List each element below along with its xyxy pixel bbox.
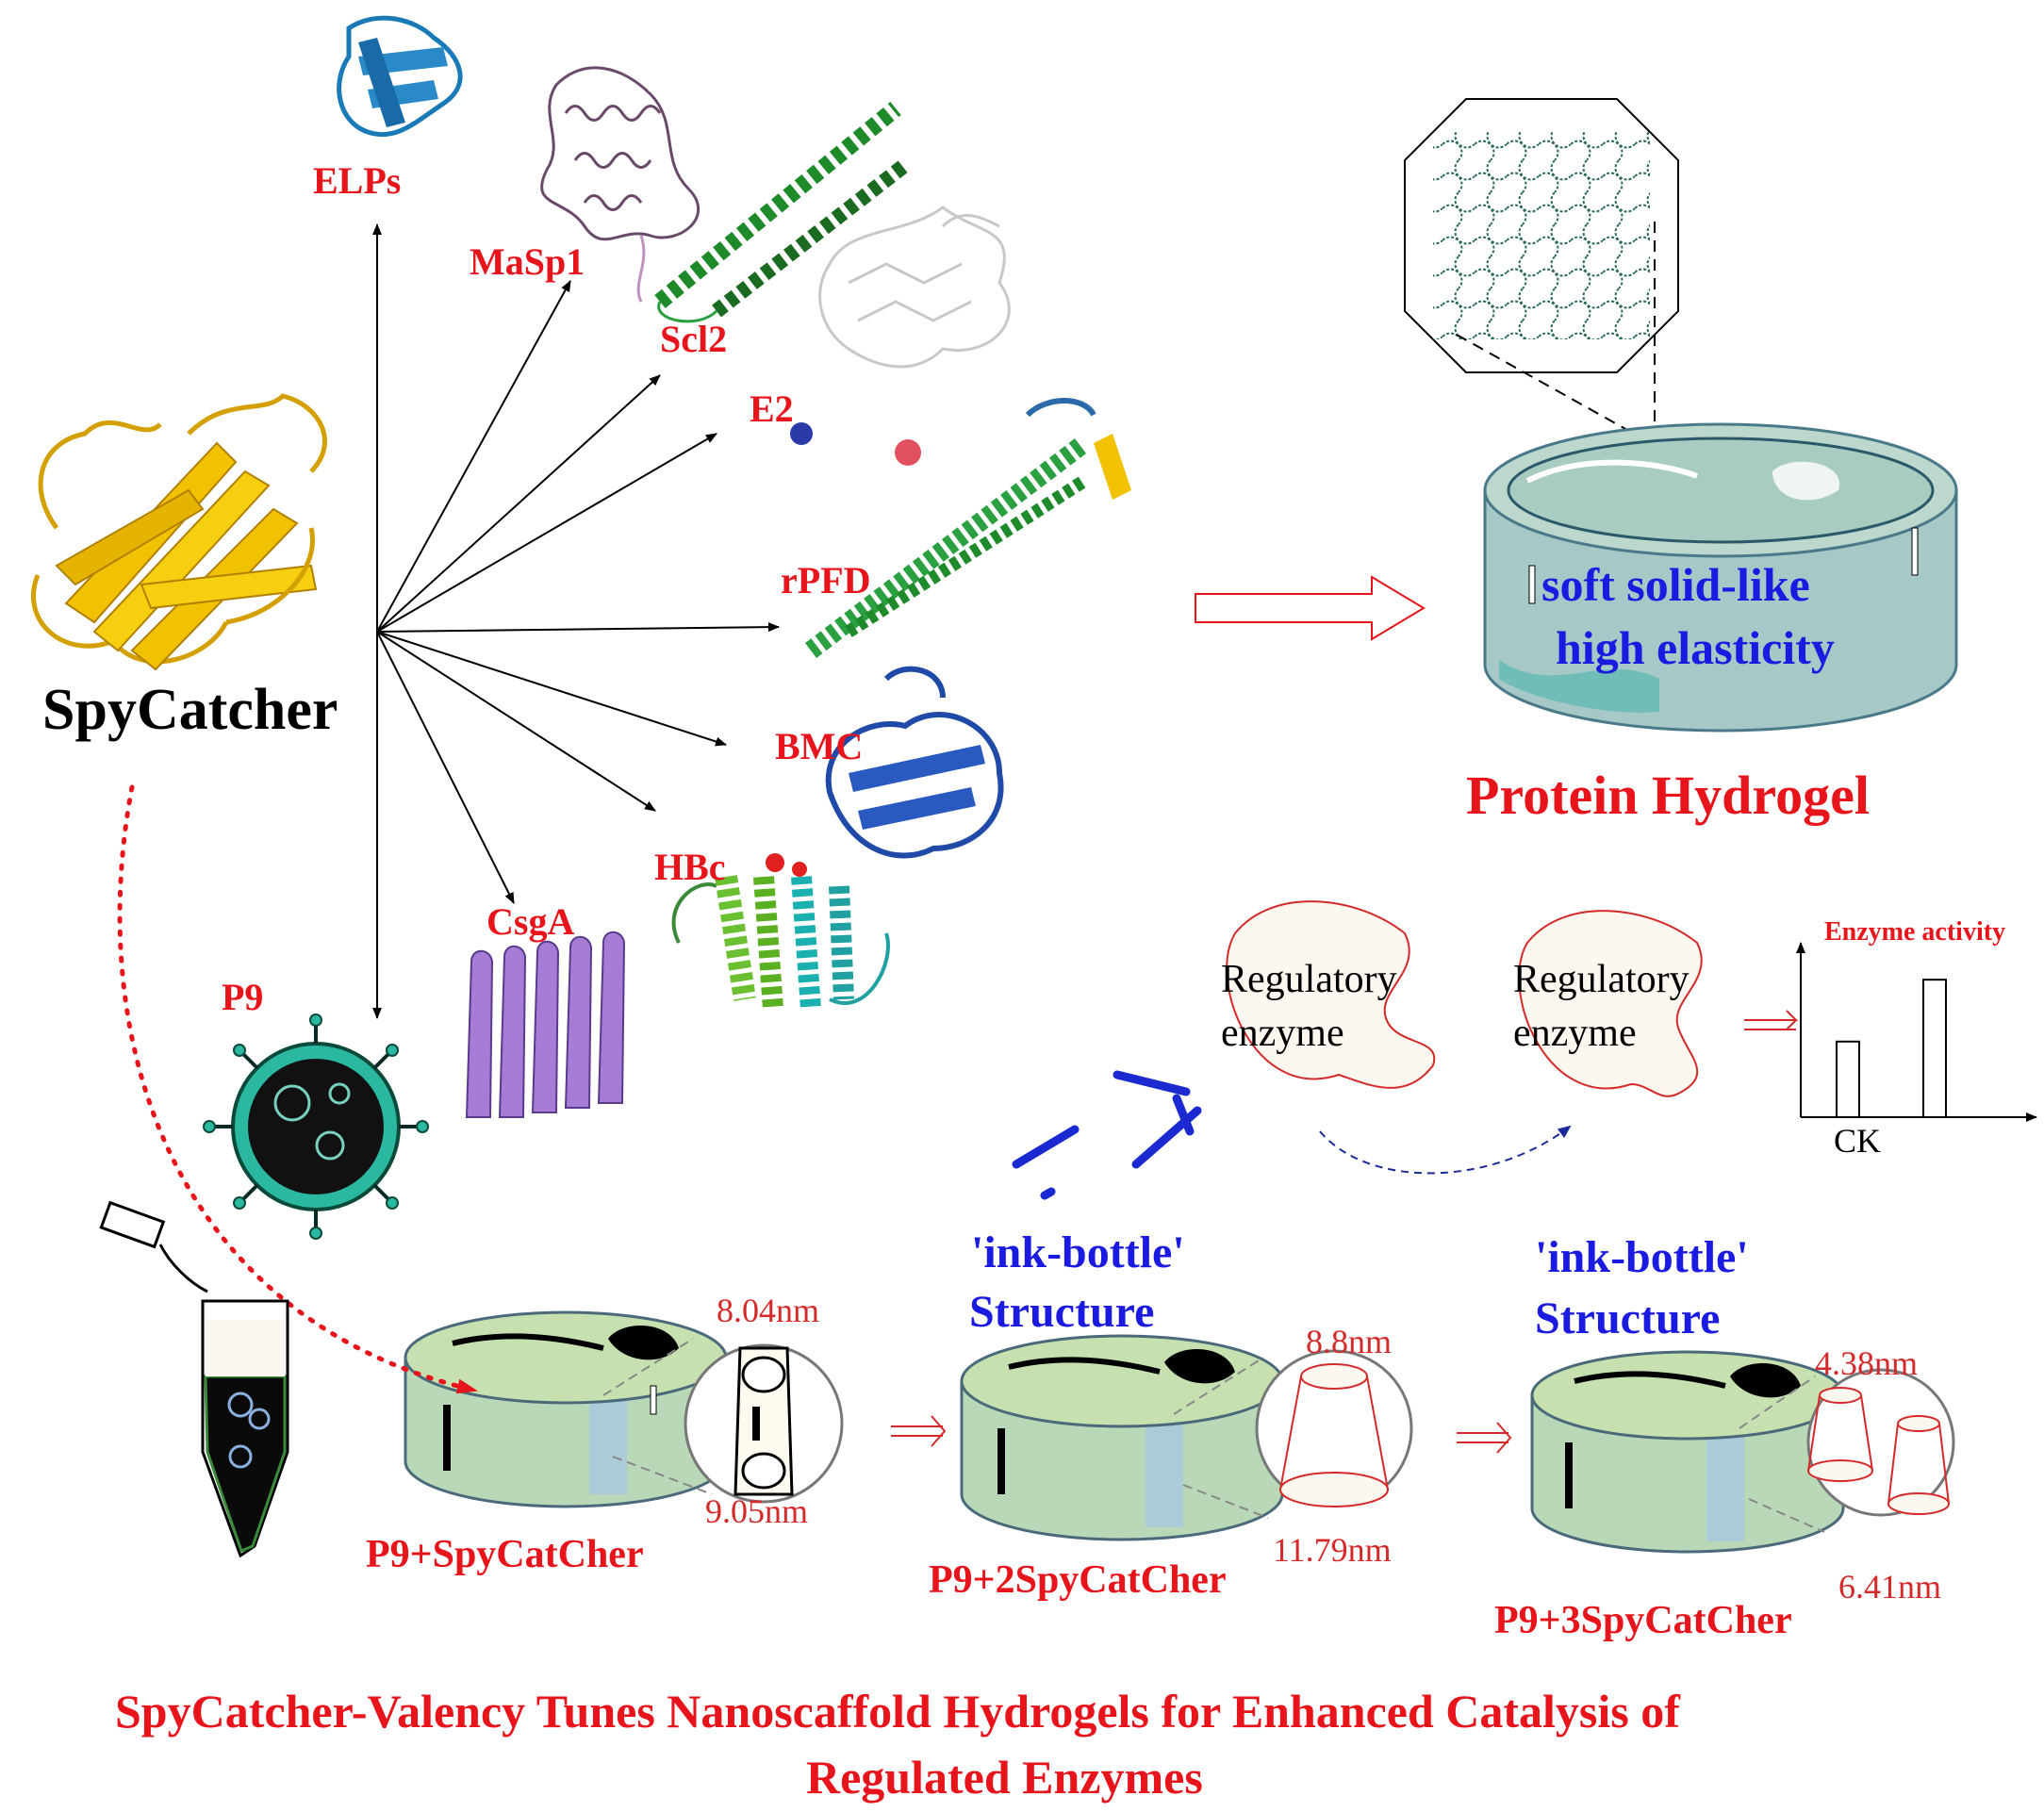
chart-bar-1 — [1836, 1040, 1860, 1118]
stage-2-structure-line-1: 'ink-bottle' — [971, 1227, 1185, 1277]
mesh-inset-icon — [1404, 98, 1679, 449]
e2-label: E2 — [750, 387, 794, 430]
stage-arrow-1-icon — [891, 1415, 947, 1447]
gel-stage-1-icon — [404, 1310, 728, 1508]
enzyme-activity-chart — [1796, 942, 2037, 1122]
footer-title-line-2: Regulated Enzymes — [806, 1751, 1203, 1804]
stage-2-name: P9+2SpyCatCher — [929, 1558, 1227, 1602]
masp1-label: MaSp1 — [470, 240, 585, 283]
elps-structure-icon — [337, 15, 463, 138]
spycatcher-structure-icon — [31, 393, 327, 671]
enzyme-left-line-1: Regulatory — [1221, 958, 1397, 1001]
scl2-structure-icon — [654, 102, 910, 323]
stage-arrow-2-icon — [1457, 1422, 1512, 1454]
stage-3-bottom-size: 6.41nm — [1838, 1568, 1942, 1606]
pore-stage-1-icon — [602, 1338, 844, 1504]
hydrogel-property-elastic: high elasticity — [1556, 621, 1835, 674]
stage-3-name: P9+3SpyCatCher — [1494, 1599, 1792, 1642]
pore-stage-3-icon — [1739, 1368, 1955, 1533]
sample-tube-icon — [99, 1200, 289, 1558]
bmc-label: BMC — [775, 725, 864, 767]
regulatory-enzyme-left-icon — [1226, 900, 1436, 1089]
fusion-arrows — [372, 223, 780, 1019]
enzyme-right-line-1: Regulatory — [1513, 958, 1690, 1001]
rpfd-structure-icon — [804, 398, 1131, 658]
rpfd-label: rPFD — [781, 559, 871, 601]
elps-label: ELPs — [313, 159, 402, 202]
protein-hydrogel-icon — [1483, 422, 1958, 733]
csga-label: CsgA — [486, 900, 575, 943]
e2-structure-icon — [790, 206, 1011, 466]
linker-strokes-icon — [1012, 1070, 1202, 1200]
enzyme-transition-arrow — [1319, 1125, 1572, 1175]
chart-arrow-icon — [1744, 1010, 1799, 1030]
stage-3-top-size: 4.38nm — [1815, 1344, 1919, 1382]
bmc-structure-icon — [825, 666, 1004, 859]
gel-stage-3-icon — [1530, 1350, 1845, 1554]
chart-bar-2 — [1922, 979, 1947, 1118]
gel-stage-2-icon — [960, 1334, 1284, 1541]
stage-2-structure-line-2: Structure — [969, 1287, 1155, 1337]
footer-title-line-1: SpyCatcher-Valency Tunes Nanoscaffold Hy… — [115, 1685, 1680, 1738]
hydrogel-property-soft: soft solid-like — [1541, 558, 1810, 611]
chart-tick-ck: CK — [1834, 1122, 1882, 1160]
enzyme-left-line-2: enzyme — [1221, 1012, 1344, 1055]
stage-3-structure-line-1: 'ink-bottle' — [1535, 1232, 1749, 1282]
pore-stage-2-icon — [1173, 1349, 1413, 1519]
stage-2-bottom-size: 11.79nm — [1273, 1531, 1392, 1569]
spycatcher-to-gel-arrow — [117, 784, 479, 1394]
hbc-label: HBc — [654, 846, 726, 888]
stage-2-top-size: 8.8nm — [1306, 1323, 1393, 1360]
stage-1-top-size: 8.04nm — [717, 1292, 820, 1329]
stage-1-name: P9+SpyCatCher — [366, 1533, 644, 1576]
spycatcher-label: SpyCatcher — [42, 678, 338, 742]
stage-1-bottom-size: 9.05nm — [705, 1492, 809, 1530]
hbc-structure-icon — [671, 853, 890, 1010]
regulatory-enzyme-right-icon — [1518, 910, 1703, 1097]
scl2-label: Scl2 — [660, 318, 728, 360]
hydrogel-arrow-icon — [1195, 575, 1426, 641]
p9-structure-icon — [203, 1013, 429, 1240]
csga-structure-icon — [465, 931, 626, 1118]
stage-3-structure-line-2: Structure — [1535, 1293, 1721, 1343]
masp1-structure-icon — [540, 66, 701, 303]
protein-hydrogel-title: Protein Hydrogel — [1466, 765, 1870, 826]
p9-label: P9 — [222, 976, 264, 1018]
enzyme-right-line-2: enzyme — [1513, 1012, 1637, 1055]
chart-title: Enzyme activity — [1824, 917, 2006, 947]
